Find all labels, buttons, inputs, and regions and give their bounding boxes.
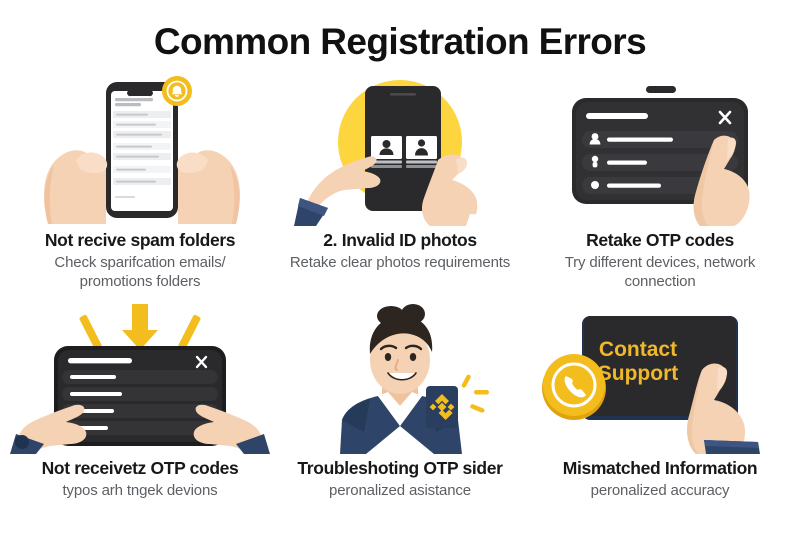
panel-spam-folders[interactable]: Not recive spam folders Check sparifcati…	[10, 74, 270, 302]
phone-coin-icon	[542, 354, 606, 420]
id-card-2	[406, 136, 437, 168]
caption-subtitle: peronalized accuracy	[590, 481, 730, 499]
caption-spam-folders: Not recive spam folders Check sparifcati…	[10, 230, 270, 292]
panel-grid: Not recive spam folders Check sparifcati…	[10, 74, 790, 532]
phone-device	[106, 82, 178, 218]
caption-not-received-otp: Not receivetz OTP codes typos arh tngek …	[10, 458, 270, 500]
page-title: Common Registration Errors	[153, 21, 647, 62]
caption-title: Retake OTP codes	[586, 230, 734, 250]
left-hand	[43, 150, 108, 224]
caption-title: Troubleshoting OTP sider	[297, 458, 503, 478]
caption-troubleshooting-support: Troubleshoting OTP sider peronalized asi…	[270, 458, 530, 500]
caption-retake-otp-codes: Retake OTP codes Try different devices, …	[530, 230, 790, 292]
caption-subtitle: Try different devices, network connectio…	[564, 253, 756, 291]
panel-invalid-id-photos[interactable]: 2. Invalid ID photos Retake clear photos…	[270, 74, 530, 302]
id-card-1	[371, 136, 402, 168]
caption-title: Not recive spam folders	[44, 230, 236, 250]
caption-subtitle: Retake clear photos requirements	[289, 253, 511, 271]
illustration-hands-holding-phone	[10, 74, 270, 226]
dialog-card	[54, 346, 226, 446]
screen-text-line1: Contact	[599, 338, 677, 361]
panel-troubleshooting-support[interactable]: Troubleshoting OTP sider peronalized asi…	[270, 302, 530, 532]
panel-retake-otp-codes[interactable]: Retake OTP codes Try different devices, …	[530, 74, 790, 302]
caption-invalid-id-photos: 2. Invalid ID photos Retake clear photos…	[270, 230, 530, 272]
panel-not-received-otp[interactable]: Not receivetz OTP codes typos arh tngek …	[10, 302, 270, 532]
right-pointing-hand	[193, 404, 270, 454]
illustration-contact-support: Contact Support	[530, 302, 790, 454]
illustration-tablet-id-photos	[270, 74, 530, 226]
yellow-arrows	[79, 304, 201, 352]
illustration-support-agent	[270, 302, 530, 454]
binance-diamond-badge-icon	[426, 374, 489, 428]
illustration-otp-arrows-dialog	[10, 302, 270, 454]
left-pointing-hand	[10, 404, 87, 454]
tablet-device	[365, 86, 441, 211]
close-x-icon	[718, 110, 732, 125]
pointing-hand	[693, 135, 750, 226]
caption-title: Mismatched Information	[562, 458, 758, 478]
left-pointing-hand	[294, 156, 381, 226]
dialog-row-2	[582, 154, 738, 171]
caption-subtitle: Check sparifcation emails/ promotions fo…	[54, 253, 226, 291]
panel-mismatched-information[interactable]: Contact Support	[530, 302, 790, 532]
caption-mismatched-information: Mismatched Information peronalized accur…	[530, 458, 790, 500]
pointing-hand	[687, 363, 760, 454]
close-x-icon	[195, 355, 208, 369]
caption-subtitle: peronalized asistance	[329, 481, 471, 499]
right-hand	[176, 150, 241, 224]
right-pointing-hand	[422, 154, 500, 226]
caption-title: 2. Invalid ID photos	[323, 230, 477, 250]
caption-title: Not receivetz OTP codes	[41, 458, 239, 478]
notification-badge-icon	[162, 76, 192, 106]
head	[369, 304, 433, 394]
illustration-otp-dialog	[530, 74, 790, 226]
dialog-row-1	[582, 131, 738, 148]
caption-subtitle: typos arh tngek devions	[62, 481, 218, 499]
screen-text-line2: Support	[598, 362, 678, 385]
device-notch	[646, 86, 676, 93]
